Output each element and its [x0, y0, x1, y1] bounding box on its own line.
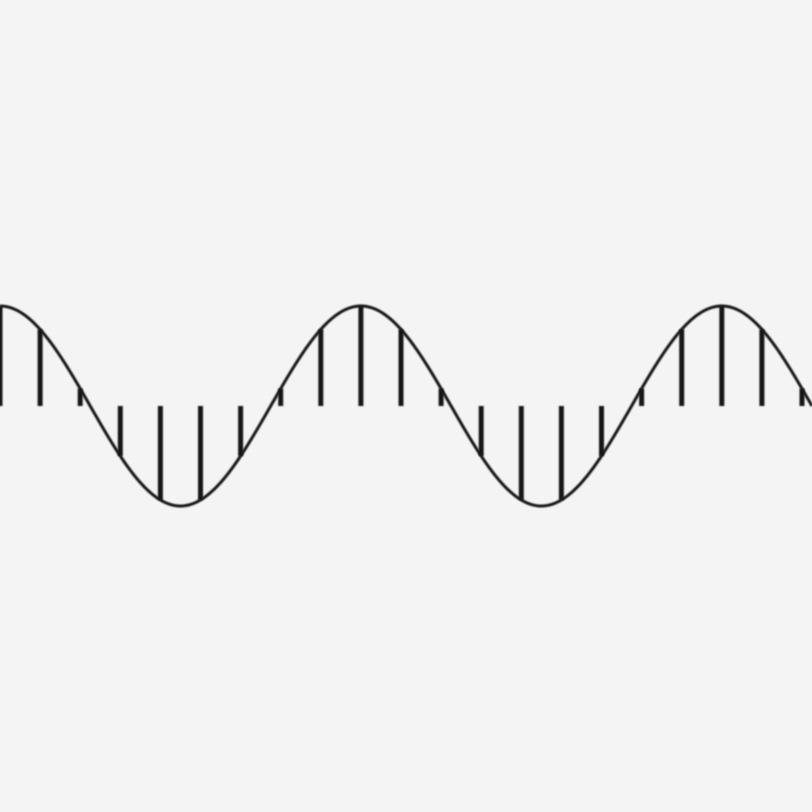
sine-curve — [0, 304, 812, 508]
